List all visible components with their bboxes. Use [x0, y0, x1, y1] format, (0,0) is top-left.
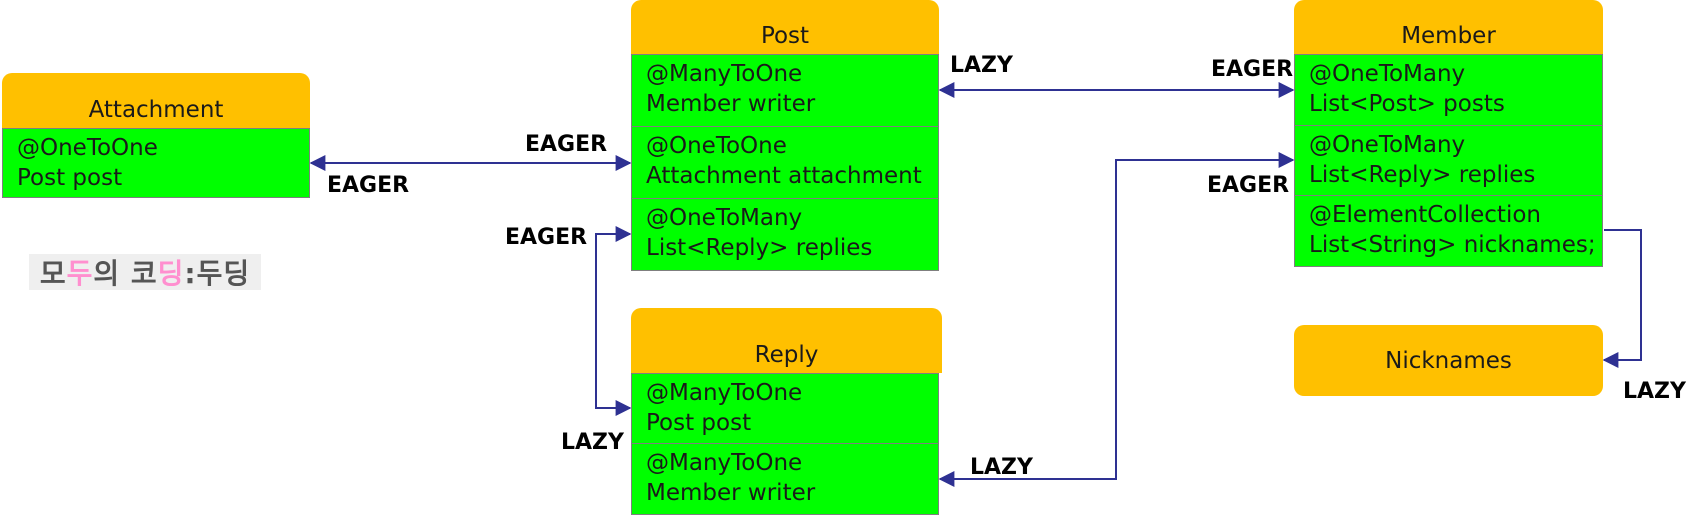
entity-title: Attachment: [88, 97, 224, 123]
field-declaration: List<Reply> replies: [646, 235, 873, 261]
field-declaration: Member writer: [646, 480, 816, 506]
label-member-reply-eager: EAGER: [1207, 173, 1290, 198]
label-post-reply-lazy: LAZY: [561, 430, 624, 455]
entity-post: Post @ManyToOne Member writer @OneToOne …: [631, 0, 939, 271]
field-annotation: @ElementCollection: [1309, 202, 1541, 228]
entity-title: Member: [1401, 23, 1496, 49]
entity-field-row: @ManyToOne Post post: [631, 373, 939, 444]
entity-field-row: @ManyToOne Member writer: [631, 54, 939, 127]
field-annotation: @ManyToOne: [646, 380, 803, 406]
entity-field-row: @OneToOne Attachment attachment: [631, 127, 939, 199]
logo-text: 의 코: [93, 257, 158, 290]
entity-field-row: @OneToOne Post post: [2, 128, 310, 198]
logo-text: :두딩: [184, 257, 251, 290]
label-nicknames-lazy: LAZY: [1623, 379, 1686, 404]
field-annotation: @OneToOne: [646, 133, 787, 159]
label-attachment-post-eager-bottom: EAGER: [327, 173, 410, 198]
field-declaration: Post post: [17, 165, 123, 191]
entity-reply: Reply @ManyToOne Post post @ManyToOne Me…: [631, 308, 942, 515]
label-post-member-eager: EAGER: [1211, 57, 1294, 82]
field-declaration: Member writer: [646, 91, 816, 117]
logo-text: 두: [66, 257, 94, 290]
field-declaration: List<String> nicknames;: [1309, 232, 1596, 258]
field-declaration: List<Post> posts: [1309, 91, 1505, 117]
entity-header: Post: [631, 0, 939, 54]
label-attachment-post-eager-top: EAGER: [525, 132, 608, 157]
field-annotation: @ManyToOne: [646, 61, 803, 87]
entity-header: Attachment: [2, 73, 310, 128]
field-declaration: List<Reply> replies: [1309, 162, 1536, 188]
logo-text: 딩: [157, 257, 185, 290]
label-post-member-lazy: LAZY: [950, 53, 1013, 78]
entity-field-row: @ElementCollection List<String> nickname…: [1294, 196, 1603, 267]
field-annotation: @OneToOne: [17, 135, 158, 161]
connector-member-reply: [938, 152, 1295, 487]
field-annotation: @OneToMany: [1309, 132, 1466, 158]
field-annotation: @OneToMany: [1309, 61, 1466, 87]
entity-field-row: @OneToMany List<Reply> replies: [1294, 126, 1603, 196]
field-annotation: @ManyToOne: [646, 450, 803, 476]
field-declaration: Attachment attachment: [646, 163, 922, 189]
connector-post-reply: [595, 226, 632, 416]
entity-title: Nicknames: [1385, 347, 1512, 374]
entity-title: Post: [760, 23, 810, 49]
connector-member-nicknames: [1602, 229, 1642, 368]
entity-nicknames: Nicknames: [1294, 325, 1603, 396]
label-member-reply-lazy: LAZY: [970, 455, 1033, 480]
label-post-reply-eager: EAGER: [505, 225, 588, 250]
entity-attachment: Attachment @OneToOne Post post: [2, 73, 310, 198]
entity-field-row: @ManyToOne Member writer: [631, 444, 939, 515]
field-annotation: @OneToMany: [646, 205, 803, 231]
entity-header: Nicknames: [1294, 325, 1603, 396]
field-declaration: Post post: [646, 410, 752, 436]
entity-header: Member: [1294, 0, 1603, 54]
logo-text: 모: [39, 257, 67, 290]
entity-member: Member @OneToMany List<Post> posts @OneT…: [1294, 0, 1603, 267]
entity-title: Reply: [754, 342, 819, 368]
entity-header: Reply: [631, 308, 942, 373]
entity-field-row: @OneToMany List<Post> posts: [1294, 54, 1603, 126]
entity-field-row: @OneToMany List<Reply> replies: [631, 199, 939, 271]
